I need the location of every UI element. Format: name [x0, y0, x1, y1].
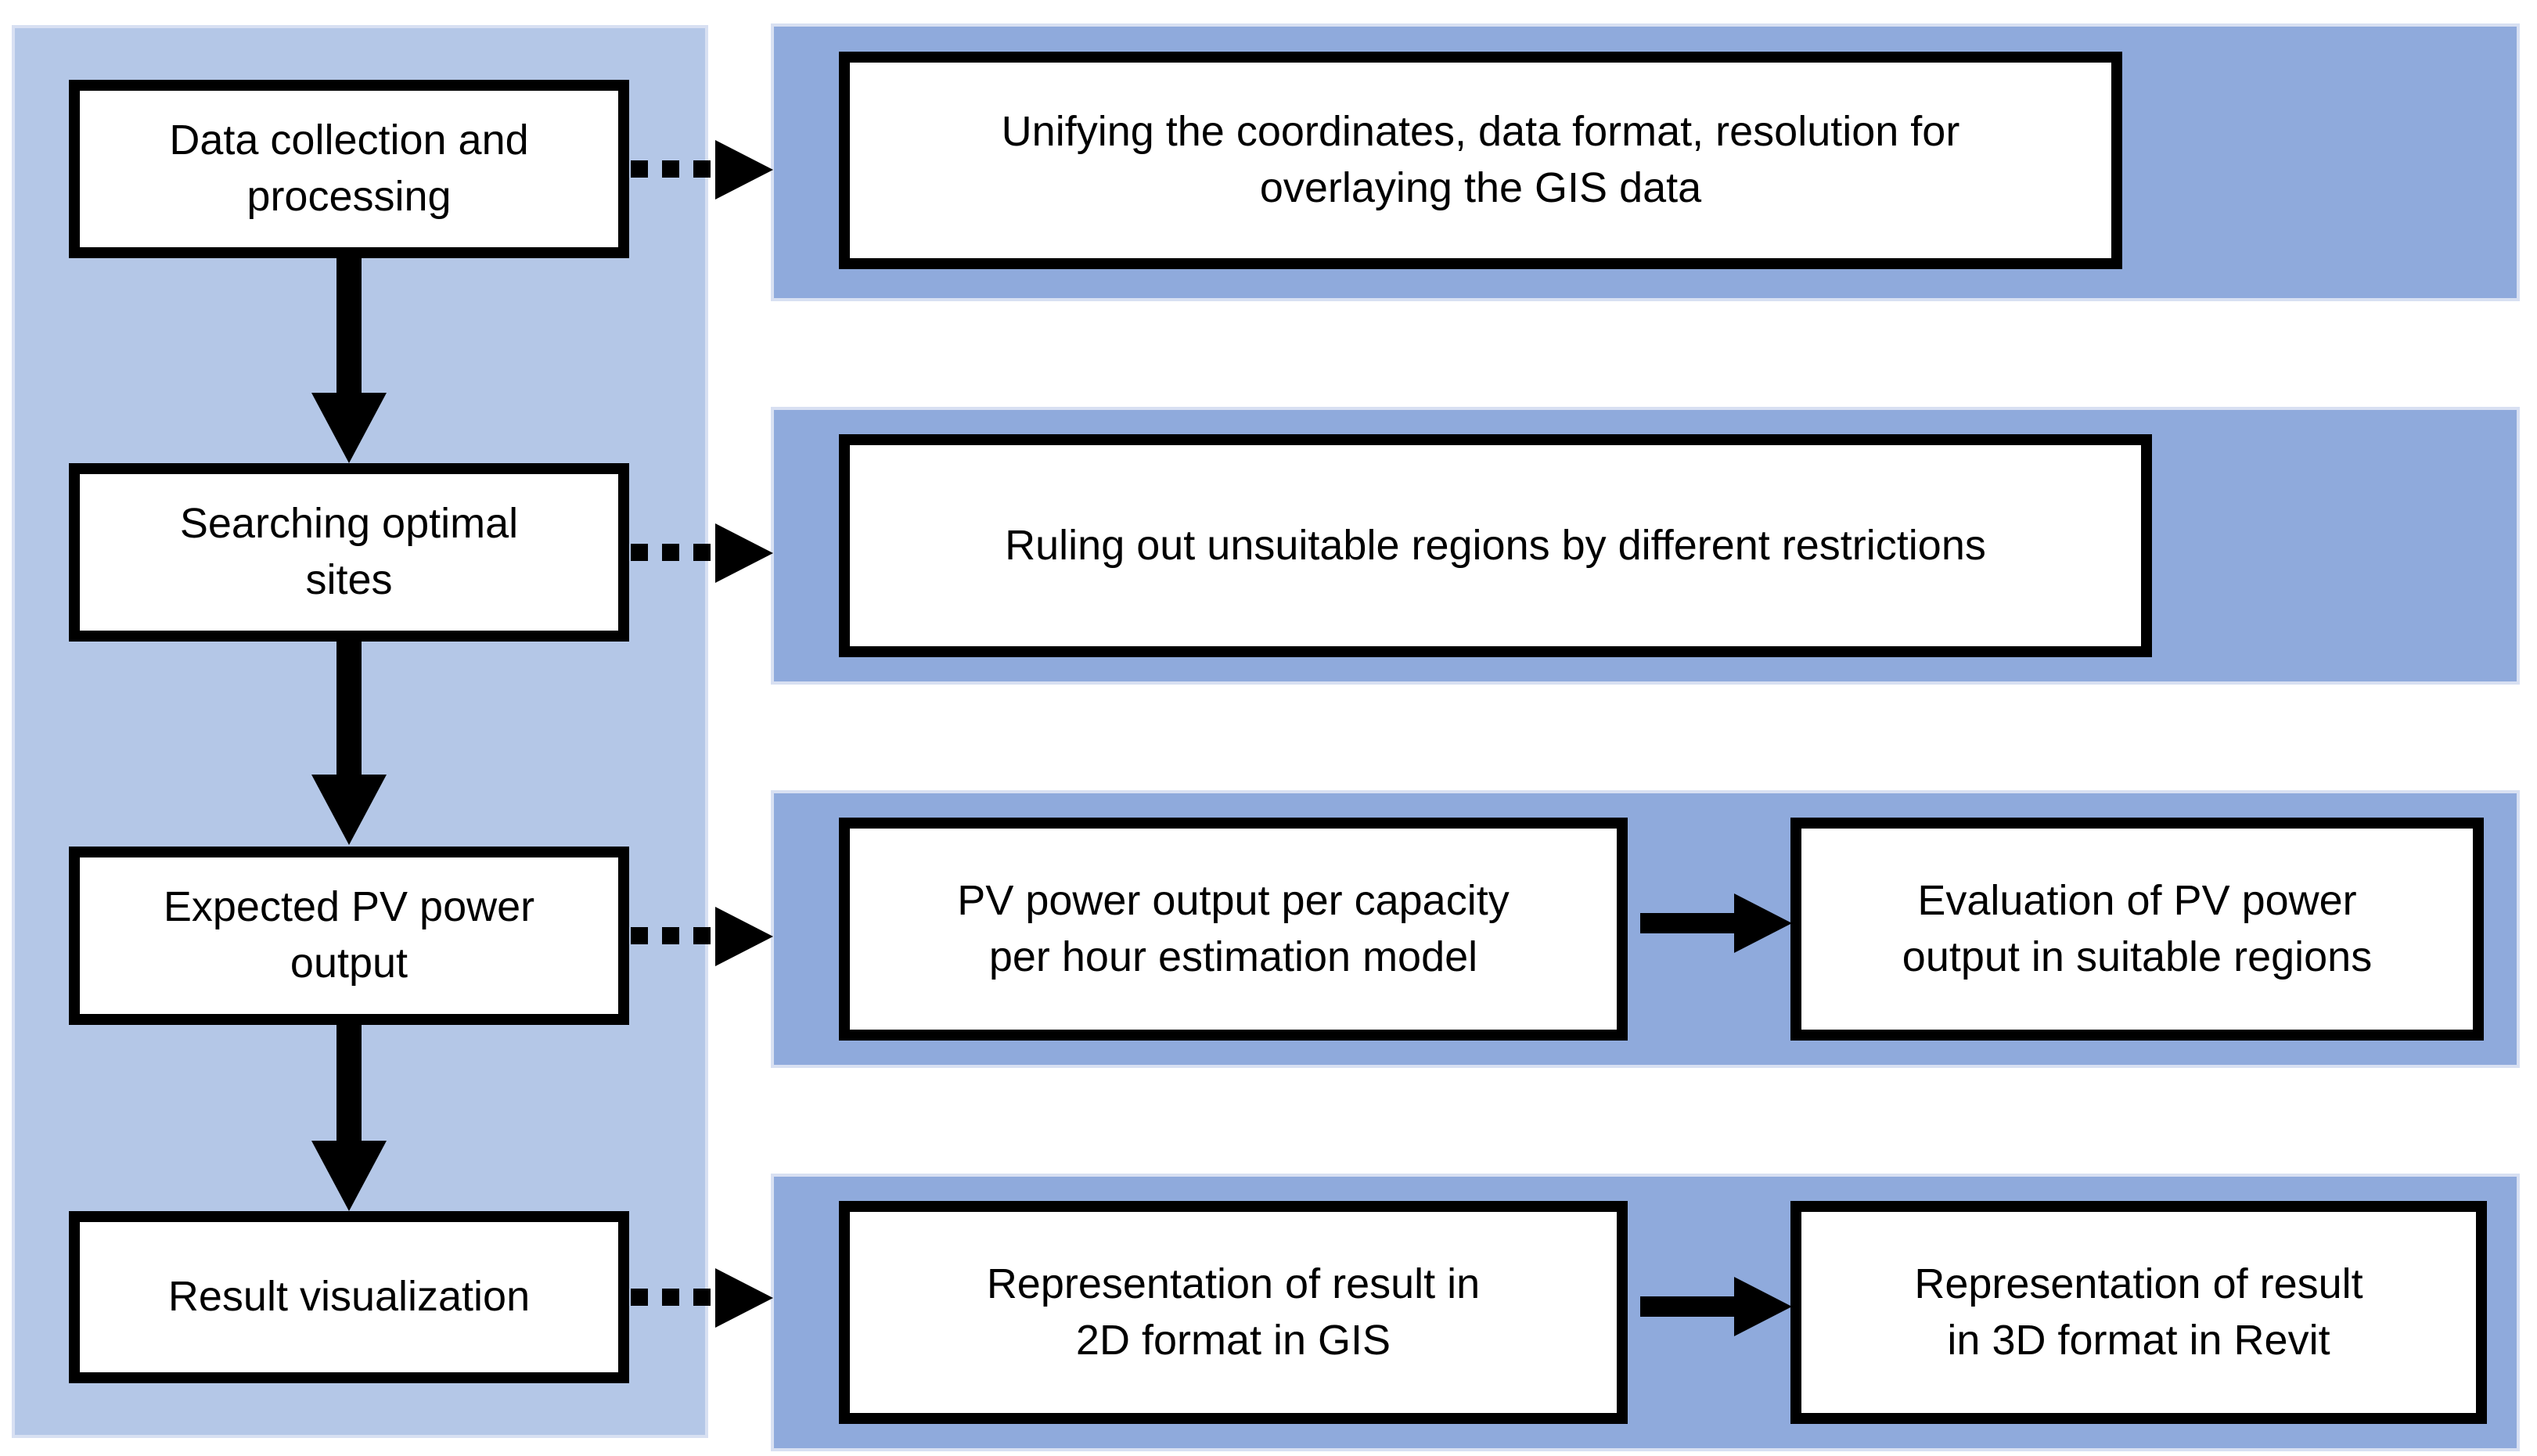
detail-label: Ruling out unsuitable regions by differe…: [1005, 521, 1986, 569]
step-box-result-visualization: Result visualization: [69, 1211, 629, 1383]
detail-box-ruling-out-regions: Ruling out unsuitable regions by differe…: [839, 434, 2152, 657]
detail-box-result-2d-gis: Representation of result in 2D format in…: [839, 1201, 1628, 1424]
detail-label: Unifying the coordinates, data format, r…: [1001, 108, 1960, 211]
detail-box-evaluation-pv-output: Evaluation of PV power output in suitabl…: [1790, 818, 2484, 1041]
detail-label: PV power output per capacity per hour es…: [957, 876, 1510, 980]
detail-label: Evaluation of PV power output in suitabl…: [1902, 876, 2373, 980]
detail-box-result-3d-revit: Representation of result in 3D format in…: [1790, 1201, 2487, 1424]
step-box-searching-sites: Searching optimal sites: [69, 463, 629, 642]
step-box-data-collection: Data collection and processing: [69, 80, 629, 258]
step-label: Result visualization: [167, 1273, 531, 1321]
detail-label: Representation of result in 2D format in…: [986, 1260, 1481, 1364]
step-label: Expected PV power output: [163, 883, 535, 987]
detail-box-pv-estimation-model: PV power output per capacity per hour es…: [839, 818, 1628, 1041]
step-box-expected-pv-output: Expected PV power output: [69, 847, 629, 1025]
step-label: Searching optimal sites: [179, 500, 519, 603]
detail-box-unifying-gis-data: Unifying the coordinates, data format, r…: [839, 52, 2122, 269]
step-label: Data collection and processing: [169, 117, 529, 220]
detail-label: Representation of result in 3D format in…: [1914, 1260, 2363, 1364]
